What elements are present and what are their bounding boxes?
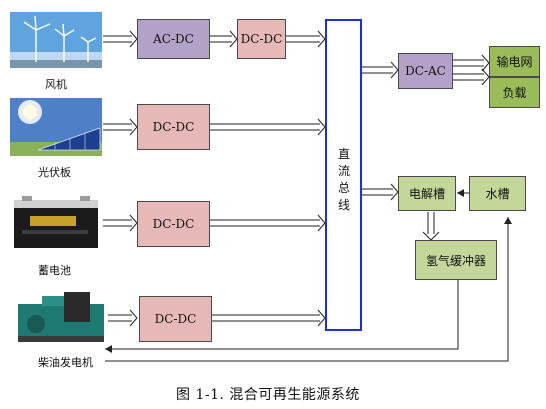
diesel-generator-icon <box>18 292 104 342</box>
dc-bus <box>325 19 362 331</box>
wind-acdc-box: AC-DC <box>137 19 210 59</box>
solar-panel-icon <box>10 98 102 156</box>
battery-label: 蓄电池 <box>38 264 71 277</box>
arrow-pv-to-dcdc <box>103 118 138 136</box>
wind-label: 风机 <box>45 78 67 91</box>
arrow-battery-to-dcdc <box>103 214 138 232</box>
load-box: 负载 <box>489 77 540 108</box>
arrow-bus-to-electrolyzer <box>362 183 399 201</box>
arrow-diesel-to-water <box>105 217 512 362</box>
battery-icon <box>14 196 98 248</box>
arrow-battery-dcdc-to-bus <box>210 214 326 232</box>
arrow-diesel-to-dcdc <box>108 309 138 327</box>
battery-dcdc-box: DC-DC <box>137 201 210 247</box>
arrow-pv-dcdc-to-bus <box>210 118 326 136</box>
water-tank-box: 水槽 <box>469 176 526 211</box>
double-arrows <box>103 30 490 327</box>
arrow-dcac-to-grid <box>453 54 490 72</box>
pv-label: 光伏板 <box>38 166 71 179</box>
dc-bus-label: 直 流 总 线 <box>336 146 352 214</box>
arrow-wind-dcdc-to-bus <box>286 30 326 48</box>
wind-turbine-icon <box>10 12 102 68</box>
single-arrows <box>105 189 512 362</box>
hydrogen-buffer-box: 氢气缓冲器 <box>415 240 497 280</box>
dcac-box: DC-AC <box>398 53 453 89</box>
arrow-dcac-to-load <box>453 68 490 86</box>
figure-caption: 图 1-1. 混合可再生能源系统 <box>176 387 360 403</box>
dc-bus-char: 流 <box>337 164 350 178</box>
dc-bus-char: 直 <box>337 147 350 161</box>
arrow-diesel-dcdc-to-bus <box>212 309 326 327</box>
dc-bus-char: 总 <box>337 181 350 195</box>
diesel-label: 柴油发电机 <box>38 356 93 369</box>
grid-box: 输电网 <box>489 46 540 77</box>
wind-dcdc-box: DC-DC <box>237 19 286 59</box>
arrow-bus-to-dcac <box>362 61 399 79</box>
dc-bus-char: 线 <box>337 198 350 212</box>
arrow-buffer-to-diesel <box>105 280 459 353</box>
pv-dcdc-box: DC-DC <box>137 104 210 150</box>
diesel-dcdc-box: DC-DC <box>139 296 212 342</box>
electrolyzer-box: 电解槽 <box>398 176 456 211</box>
arrow-acdc-to-dcdc <box>210 30 238 48</box>
arrow-wind-to-acdc <box>103 30 138 48</box>
arrow-electrolyzer-to-buffer <box>422 212 440 241</box>
